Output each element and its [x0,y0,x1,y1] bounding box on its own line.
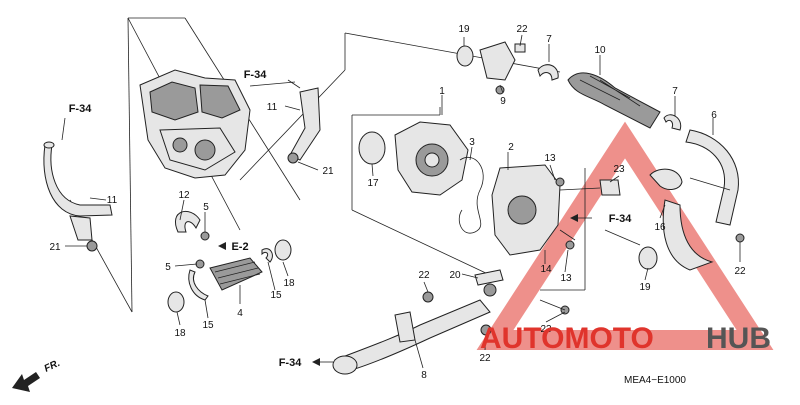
water-pump-assembly [358,121,621,256]
callout-3: 3 [469,137,475,148]
hose-10 [537,64,682,131]
callout-12: 12 [178,190,190,201]
leader-lines [61,34,741,369]
callouts: 1 2 3 4 5 5 6 7 7 8 9 10 11 11 12 13 13 … [49,24,746,381]
callout-19a: 19 [458,24,470,35]
callout-11a: 11 [107,195,118,206]
svg-text:AUTOMOTO: AUTOMOTO [480,322,654,355]
callout-18b: 18 [174,328,186,339]
front-direction-marker: FR. [12,358,62,392]
callout-1: 1 [439,86,445,97]
sensor-11 [287,79,321,164]
hose-4 [167,239,292,313]
callout-2: 2 [508,142,514,153]
reference-labels: F-34 F-34 F-34 F-34 E-2 [69,69,633,369]
callout-23b: 23 [540,324,552,335]
callout-17: 17 [367,178,379,189]
callout-15a: 15 [270,290,282,301]
ref-f34-left: F-34 [69,103,93,115]
svg-text:HUB: HUB [706,322,771,355]
callout-22b: 22 [418,270,430,281]
callout-13a: 13 [544,153,556,164]
callout-7a: 7 [546,34,552,45]
callout-5b: 5 [165,262,171,273]
ref-e2: E-2 [231,241,248,253]
callout-22a: 22 [516,24,528,35]
callout-6: 6 [711,110,717,121]
callout-11b: 11 [267,102,278,113]
callout-22d: 22 [734,266,746,277]
callout-21b: 21 [322,166,334,177]
pipe-11-left [43,141,113,252]
callout-7b: 7 [672,86,678,97]
callout-13b: 13 [560,273,572,284]
watermark-triangle [476,121,774,350]
callout-16: 16 [654,222,666,233]
callout-23a: 23 [613,164,625,175]
thermostat-housing-9 [456,41,526,95]
ref-f34-right: F-34 [609,213,633,225]
callout-20: 20 [449,270,461,281]
callout-19b: 19 [639,282,651,293]
ref-f34-bottom: F-34 [279,357,303,369]
callout-10: 10 [594,45,606,56]
callout-22c: 22 [479,353,491,364]
svg-text:FR.: FR. [43,358,62,375]
engine-block [139,69,251,179]
callout-14: 14 [540,264,552,275]
callout-8: 8 [421,370,427,381]
hose-16 [638,199,745,271]
bolts-right [539,177,575,315]
ref-f34-top: F-34 [244,69,268,81]
hose-12 [175,211,210,269]
guide-lines [69,17,641,313]
callout-21a: 21 [49,242,61,253]
callout-18a: 18 [283,278,295,289]
callout-4: 4 [237,308,243,319]
callout-15b: 15 [202,320,214,331]
pipe-6 [649,129,739,226]
diagram-code: MEA4−E1000 [624,375,686,386]
callout-9: 9 [500,96,506,107]
watermark-logo: AUTOMOTO HUB [480,322,771,355]
pipe-8 [332,269,504,375]
callout-5a: 5 [203,202,209,213]
